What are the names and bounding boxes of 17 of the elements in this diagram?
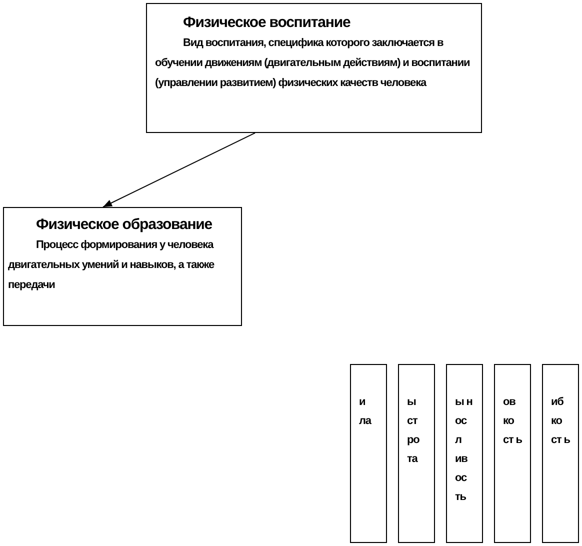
arrow [102,132,256,208]
text-box [146,3,482,133]
body-text: Процесс формирования у человека двигательных умений и навыков, а также передачи [8,238,216,293]
narrow-box [398,364,435,543]
body-text: ы ст ро та [407,395,420,467]
body-text: ов ко ст ь [503,395,523,448]
narrow-box [494,364,531,543]
heading-text: Физическое воспитание [182,13,352,33]
text-box [3,207,242,326]
narrow-box [350,364,387,543]
heading-text: Физическое образование [35,215,214,235]
body-text: Вид воспитания, специфика которого заключается в обучении движениям (двигательным действиям) и воспитании (управлении развитием) физических качеств человека [155,36,471,91]
body-text: ы н ос л ив ос ть [455,395,474,505]
narrow-box [542,364,579,543]
body-text: иб ко ст ь [551,395,571,448]
body-text: и ла [359,395,372,429]
narrow-box [446,364,483,543]
